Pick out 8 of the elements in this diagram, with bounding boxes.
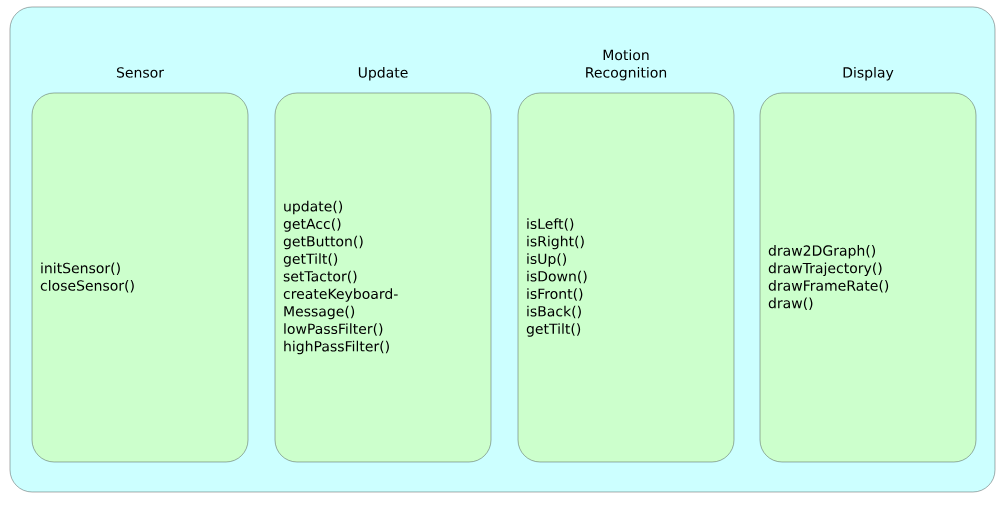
- heading-text: Sensor: [116, 67, 164, 78]
- heading-text: Display: [843, 66, 894, 81]
- method-box: isLeft() isRight() isUp() isDown() isFront() isBack() getTilt(): [517, 92, 735, 463]
- method-box: initSensor() closeSensor(): [31, 92, 249, 463]
- heading-text: Update: [358, 66, 408, 81]
- method-box: draw2DGraph() drawTrajectory() drawFrameRate() draw(): [759, 92, 977, 463]
- heading-text: Motion Recognition: [586, 49, 667, 81]
- method-box: update() getAcc() getButton() getTilt() setTactor() createKeyboard-Message() lowPassFilter() highPassFilter(): [274, 92, 492, 463]
